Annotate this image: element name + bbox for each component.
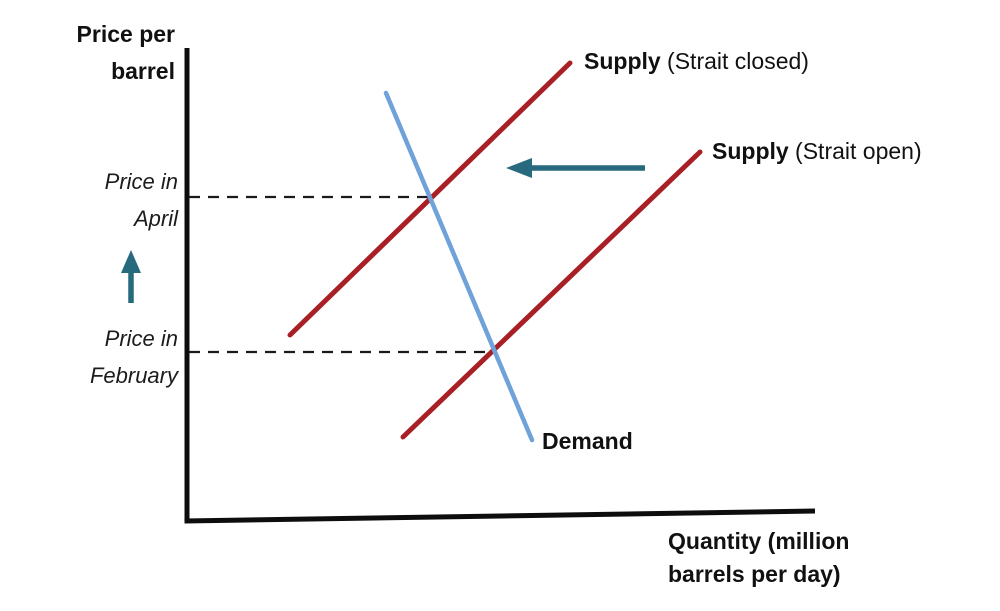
supply-strait-closed-label-bold: Supply (584, 48, 661, 74)
supply-strait-open-label-rest: (Strait open) (788, 138, 922, 164)
supply-strait-open-label-bold: Supply (712, 138, 789, 164)
x-axis-title: Quantity (million barrels per day) (668, 525, 928, 591)
y-axis-title: Price per barrel (20, 16, 175, 90)
price-in-april-label: Price in April (20, 163, 178, 237)
demand-line (383, 90, 535, 443)
supply-shift-left-arrow (506, 158, 645, 178)
y-axis-title-line2: barrel (111, 58, 175, 84)
price-in-april-line2: April (133, 206, 178, 231)
supply-strait-open-label: Supply (Strait open) (712, 138, 922, 165)
x-axis-title-line1: Quantity (million (668, 528, 850, 554)
price-in-april-line1: Price in (104, 169, 178, 194)
supply-strait-closed-label-rest: (Strait closed) (660, 48, 809, 74)
x-axis-line (184, 508, 816, 524)
supply-strait-closed-label: Supply (Strait closed) (584, 48, 809, 75)
price-in-february-line1: Price in (104, 326, 178, 351)
x-axis-title-line2: barrels per day) (668, 561, 841, 587)
price-in-february-line2: February (89, 363, 178, 388)
supply-strait-open-line (400, 149, 703, 440)
price-in-february-label: Price in February (20, 320, 178, 394)
demand-label: Demand (542, 428, 633, 454)
price-increase-up-arrow (121, 250, 141, 303)
y-axis-title-line1: Price per (76, 21, 175, 47)
